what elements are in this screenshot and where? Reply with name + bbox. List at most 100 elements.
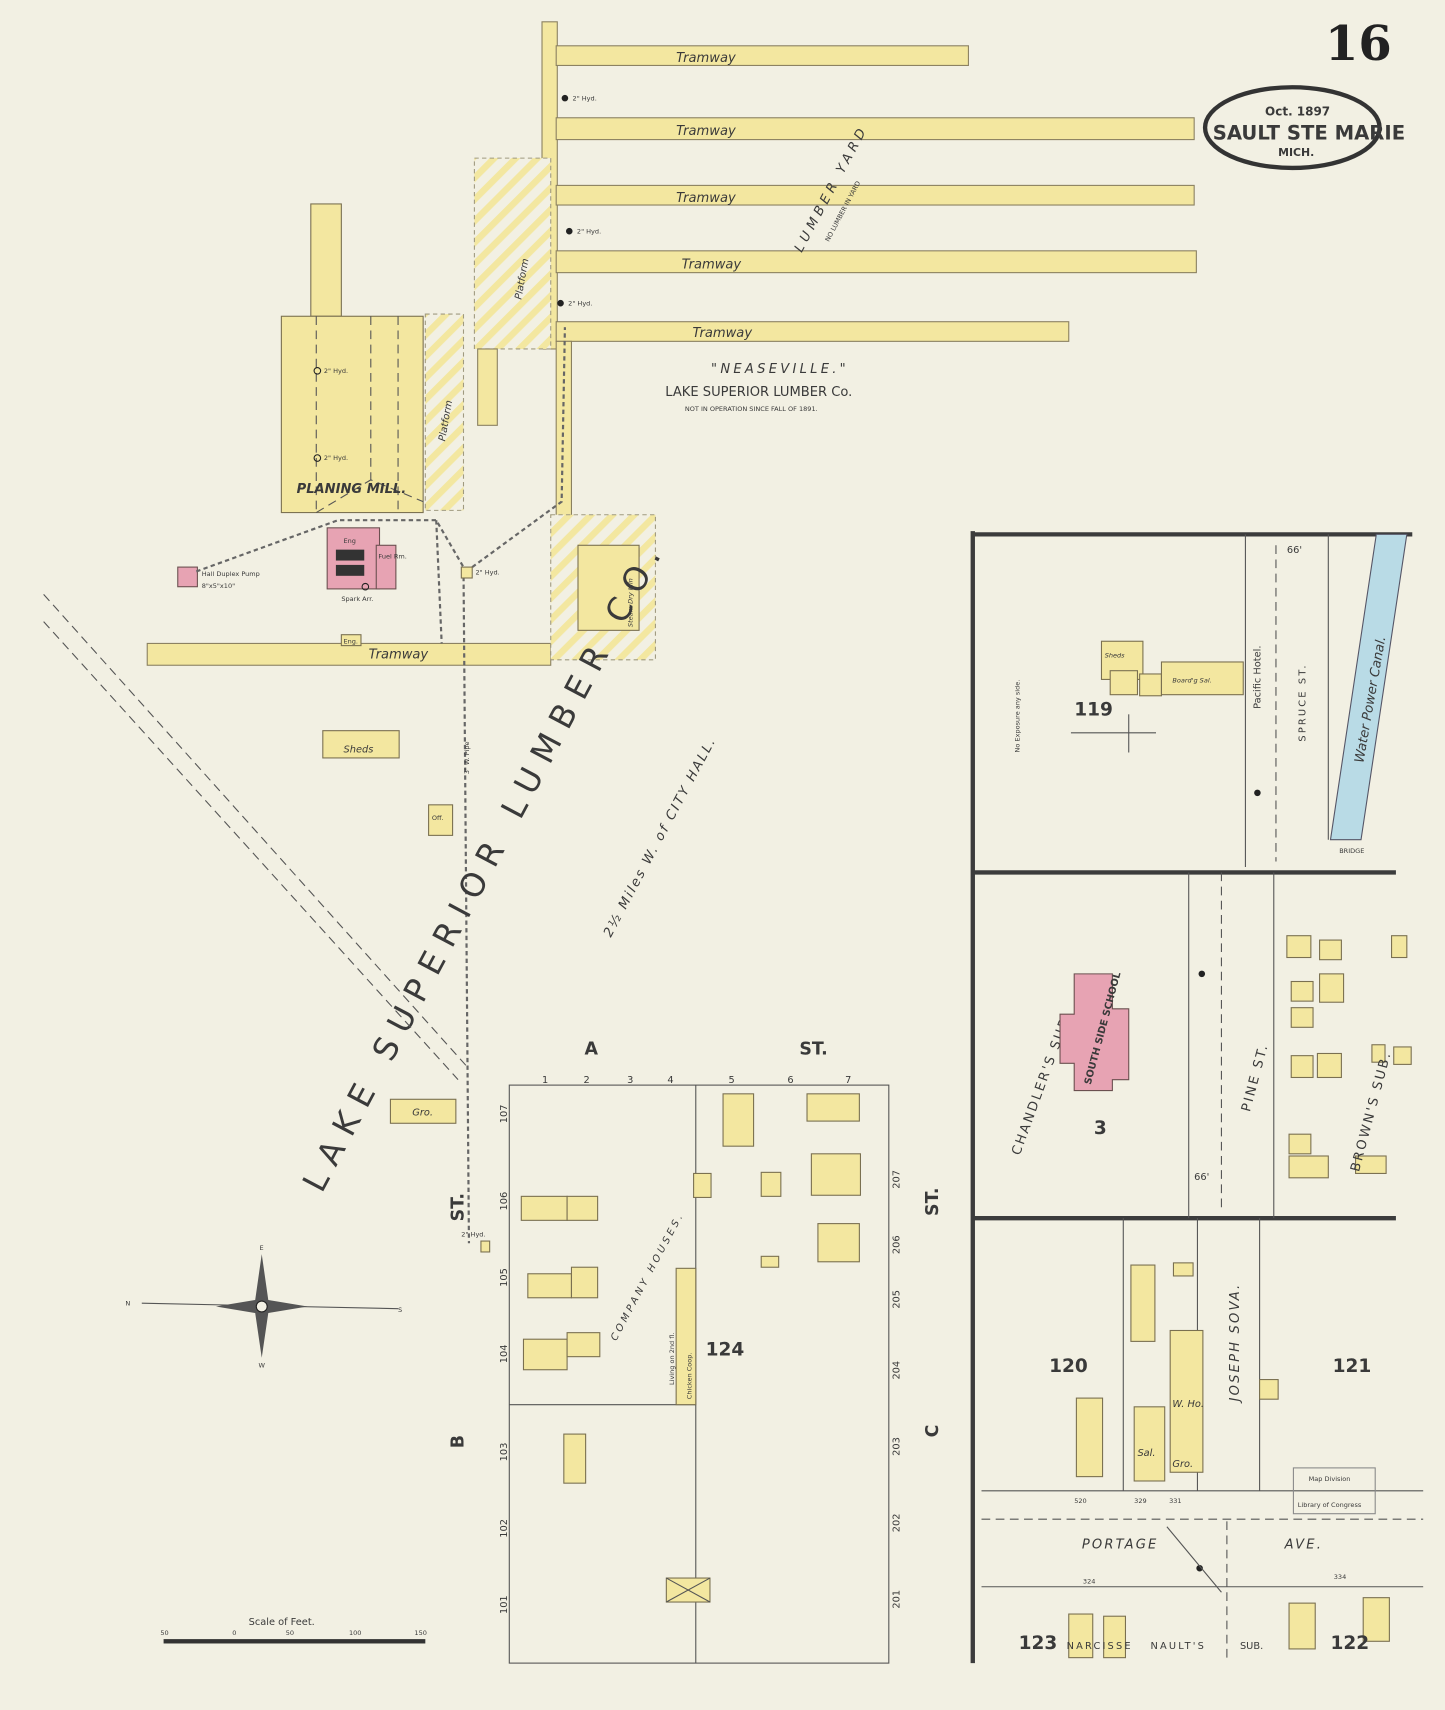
rect-mark	[1109, 670, 1139, 696]
blocks-sub-label: SUB.	[1240, 1641, 1263, 1652]
rect-mark	[555, 117, 1195, 141]
tramway-label-5: Tramway	[693, 326, 753, 341]
circle-mark	[313, 366, 322, 375]
line-mark	[666, 1577, 711, 1603]
pump-size: 8"x5"x10"	[202, 582, 235, 590]
line-mark	[43, 621, 459, 1081]
rect-mark	[817, 1223, 860, 1263]
library-stamp: Map Division Library of Congress	[1292, 1467, 1376, 1515]
cartouche-city: SAULT STE MARIE	[1213, 122, 1405, 145]
scale-title-label: Scale of Feet.	[249, 1617, 315, 1628]
rect-mark	[520, 1195, 568, 1221]
blocks-lot-numbers-top-6-label: 7	[845, 1075, 851, 1086]
b-street-label: B	[448, 1435, 468, 1448]
chicken-coop	[675, 1267, 697, 1406]
circle-mark	[557, 299, 564, 307]
rect-mark	[1391, 935, 1408, 959]
planing-mill-label: PLANING MILL.	[297, 482, 407, 497]
distance-label: 2½ Miles W. of CITY HALL.	[601, 734, 720, 940]
rect-mark	[1133, 1406, 1166, 1482]
rect-mark	[480, 1240, 491, 1253]
blocks-lot-numbers-top-2-label: 3	[627, 1075, 633, 1086]
water-pipe-label: 3" W. Pipe	[463, 741, 471, 774]
blocks-lot-numbers-c-5-label: 202	[892, 1514, 903, 1533]
tramways: Tramway Tramway Tramway Tramway Tramway …	[146, 21, 1197, 666]
rect-mark	[1288, 1155, 1329, 1179]
blocks-grocery-label: Gro.	[1172, 1459, 1193, 1470]
blocks-saloon-label: Sal.	[1137, 1448, 1155, 1459]
title-cartouche: Oct. 1897 SAULT STE MARIE MICH.	[1202, 85, 1405, 171]
rect-mark	[566, 1332, 601, 1358]
blocks-browns-label: BROWN'S SUB.	[1348, 1049, 1395, 1173]
rect-mark	[522, 1338, 568, 1371]
line-mark	[1166, 1526, 1222, 1593]
blocks-warehouse-label: W. Ho.	[1172, 1399, 1204, 1410]
rect-mark	[1130, 1264, 1156, 1342]
blocks-lot-numbers-c-6-label: 201	[892, 1590, 903, 1609]
rect-mark	[1292, 1467, 1376, 1515]
blocks-lot-numbers-c-1-label: 206	[892, 1235, 903, 1254]
blocks-chicken-coop-label: Chicken Coop.	[685, 1353, 693, 1400]
lumber-yard-hydrant-label-label: 2" Hyd.	[573, 94, 597, 102]
cartouche-date: Oct. 1897	[1265, 105, 1330, 119]
rect-mark	[1160, 661, 1244, 696]
compass-n-label: N	[125, 1299, 130, 1307]
lumber-yard-hydrant-label-label: 2" Hyd.	[577, 227, 601, 235]
compass-w-label: W	[258, 1362, 265, 1370]
office	[428, 804, 454, 836]
tramway-label-1: Tramway	[676, 51, 736, 66]
blocks-lot-numbers-top-5-label: 6	[787, 1075, 793, 1086]
blocks-addr-2-label: 331	[1169, 1497, 1181, 1505]
rect-mark	[555, 321, 1070, 342]
rect-mark	[1319, 939, 1342, 961]
rect-mark	[163, 1639, 426, 1644]
compass-s-label: S	[398, 1306, 402, 1314]
blocks-addr-4-label: 334	[1334, 1573, 1346, 1581]
hydrants: 2" Hyd. 2" Hyd. 2" Hyd. 2" Hyd. 2" Hyd. …	[313, 94, 601, 1253]
rect-mark	[806, 1093, 860, 1122]
lumber-yard-hydrant-label-label: 2" Hyd.	[324, 367, 348, 375]
rect-mark	[335, 564, 365, 576]
rect-mark	[760, 1171, 782, 1197]
rect-mark	[1139, 673, 1162, 697]
rect-mark	[760, 1255, 780, 1268]
rect-mark	[146, 642, 552, 666]
ellipse-mark	[1202, 85, 1382, 171]
tramway-label-6: Tramway	[369, 648, 429, 663]
rect-mark	[508, 1084, 890, 1664]
company-note: NOT IN OPERATION SINCE FALL OF 1891.	[685, 405, 818, 413]
blocks-addr-0-label: 520	[1074, 1497, 1086, 1505]
polyline-mark	[315, 479, 424, 514]
rect-mark	[563, 1433, 587, 1484]
tramway-label-2: Tramway	[676, 124, 736, 139]
rect-mark	[1290, 980, 1314, 1002]
sheds	[322, 730, 400, 759]
rect-mark	[527, 1273, 573, 1299]
page-number: 16	[1325, 16, 1392, 72]
blocks-lot-numbers-c-4-label: 203	[892, 1437, 903, 1456]
rect-mark	[1068, 1613, 1094, 1659]
circle-mark	[1254, 789, 1261, 797]
polyline-mark	[435, 520, 443, 644]
block-number-119: 119	[1074, 699, 1113, 720]
a-street-suffix: ST.	[799, 1040, 827, 1060]
streets-bridge-label: BRIDGE	[1339, 847, 1364, 855]
rect-mark	[1355, 1155, 1387, 1174]
blocks-narcisse-label: NARCISSE	[1067, 1641, 1133, 1652]
blocks-lot-numbers-c-2-label: 205	[892, 1290, 903, 1309]
polyline-mark	[471, 327, 567, 568]
blocks-naults-label: NAULT'S	[1151, 1641, 1206, 1652]
rect-mark	[335, 549, 365, 561]
rect-mark	[460, 566, 473, 579]
rect-mark	[1290, 1007, 1314, 1028]
pump-house	[177, 566, 198, 588]
circle-mark	[1198, 970, 1206, 978]
lake-superior-lumber-co-label: LAKE SUPERIOR LUMBER CO.	[295, 532, 673, 1198]
streets-width-66-label: 66'	[1287, 545, 1302, 556]
rect-mark	[555, 45, 969, 66]
rect-mark	[1362, 1597, 1390, 1642]
circle-mark	[255, 1300, 268, 1313]
stamp-line1-label: Map Division	[1309, 1475, 1351, 1483]
lumber-yard-hydrant-label-label: 2" Hyd.	[324, 454, 348, 462]
